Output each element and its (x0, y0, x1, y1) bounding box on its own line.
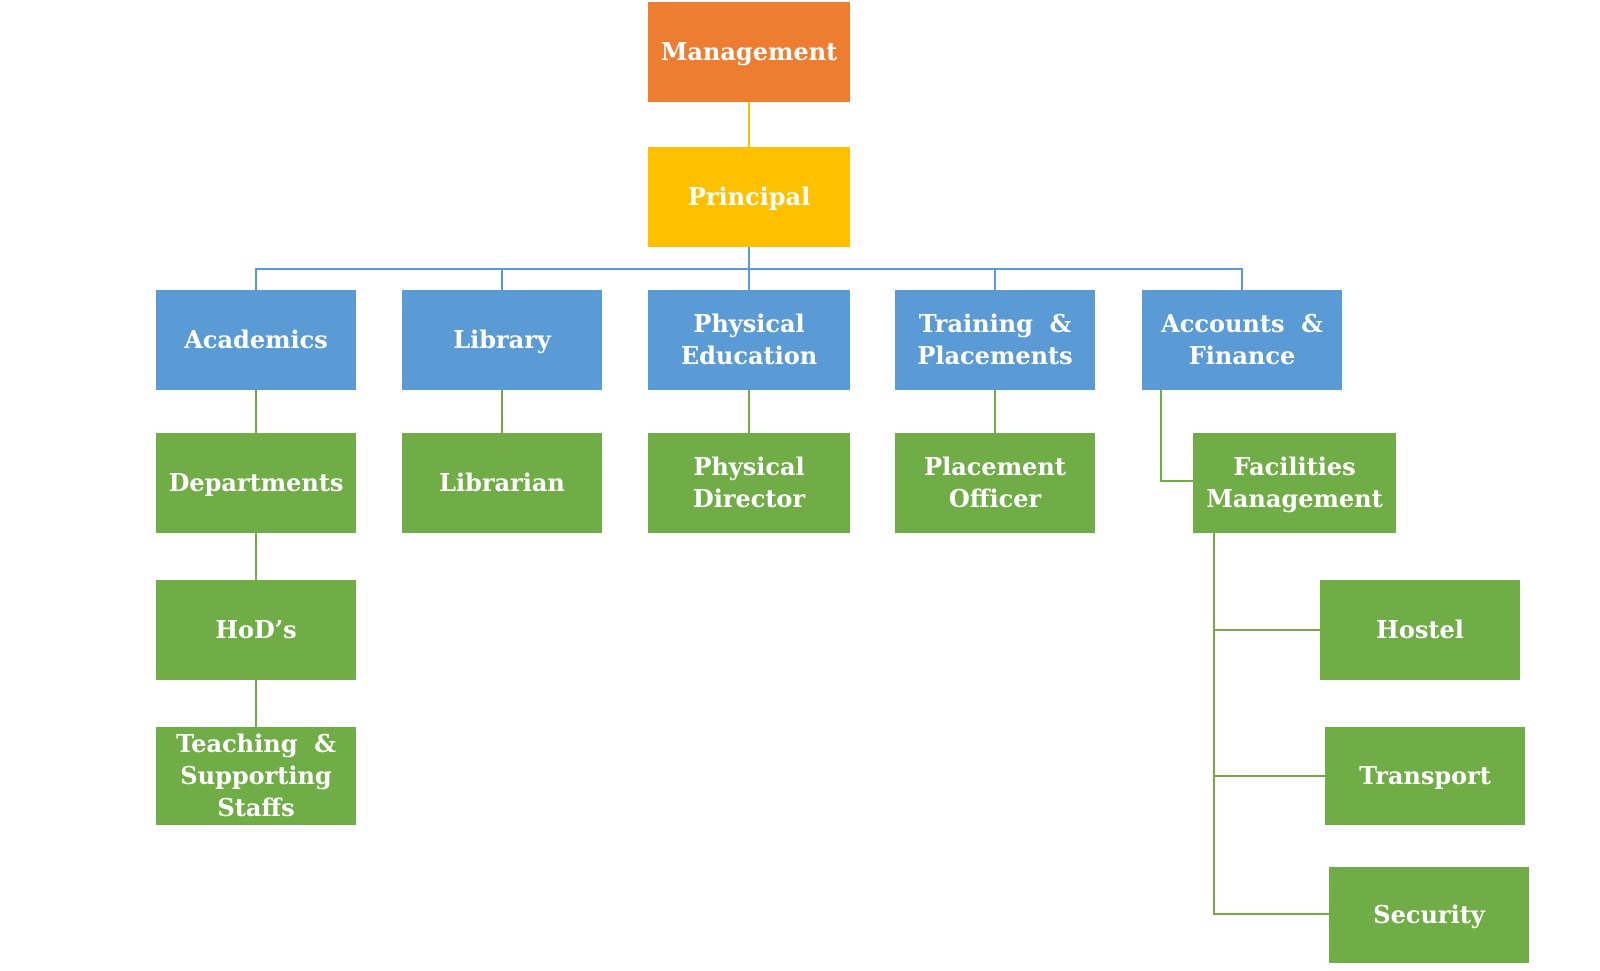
connector-stub-accounts-finance (1241, 268, 1243, 290)
node-principal-label: Principal (687, 182, 811, 211)
connector-principal-bus (255, 268, 1243, 270)
node-accounts-finance: Accounts & Finance (1142, 290, 1342, 390)
node-accounts-finance-label-line1: Accounts & (1161, 309, 1323, 338)
node-placement-officer-label-line1: Placement (924, 452, 1066, 481)
node-teaching-supporting-staffs: Teaching & Supporting Staffs (156, 727, 356, 825)
connector-accounts-facilities-vertical (1160, 390, 1162, 482)
node-physical-director: Physical Director (648, 433, 850, 533)
node-departments-label: Departments (168, 468, 344, 497)
node-academics: Academics (156, 290, 356, 390)
connector-facilities-security (1213, 913, 1329, 915)
node-security-label: Security (1373, 900, 1485, 929)
node-transport: Transport (1325, 727, 1525, 825)
node-management-label: Management (660, 37, 838, 66)
connector-library-librarian (501, 390, 503, 433)
connector-departments-hods (255, 533, 257, 580)
node-training-placements: Training & Placements (895, 290, 1095, 390)
node-hostel: Hostel (1320, 580, 1520, 680)
node-hods-label: HoD’s (215, 615, 297, 644)
connector-hods-teaching-staffs (255, 680, 257, 727)
connector-stub-academics (255, 268, 257, 290)
node-physical-director-label-line1: Physical (693, 452, 805, 481)
node-hostel-label: Hostel (1376, 615, 1464, 644)
node-library-label: Library (453, 325, 551, 354)
node-departments: Departments (156, 433, 356, 533)
connector-academics-departments (255, 390, 257, 433)
node-facilities-management-label-line1: Facilities (1233, 452, 1356, 481)
node-academics-label: Academics (184, 325, 328, 354)
node-facilities-management-label-line2: Management (1206, 484, 1383, 513)
node-accounts-finance-label-line2: Finance (1188, 341, 1296, 370)
node-placement-officer-label-line2: Officer (948, 484, 1042, 513)
connector-stub-library (501, 268, 503, 290)
connector-facilities-drop (1213, 533, 1215, 915)
connector-management-principal (748, 102, 750, 147)
node-physical-education: Physical Education (648, 290, 850, 390)
node-transport-label: Transport (1359, 761, 1491, 790)
connector-accounts-facilities-horizontal (1160, 480, 1193, 482)
node-physical-education-label-line2: Education (680, 341, 818, 370)
node-librarian-label: Librarian (439, 468, 565, 497)
node-physical-education-label-line1: Physical (693, 309, 805, 338)
connector-facilities-transport (1213, 775, 1325, 777)
node-principal: Principal (648, 147, 850, 247)
node-library: Library (402, 290, 602, 390)
node-teaching-staffs-label-line1: Teaching & (176, 729, 336, 758)
node-placement-officer: Placement Officer (895, 433, 1095, 533)
node-hods: HoD’s (156, 580, 356, 680)
connector-physed-physical-director (748, 390, 750, 433)
node-physical-director-label-line2: Director (692, 484, 806, 513)
node-management: Management (648, 2, 850, 102)
node-teaching-staffs-label-line3: Staffs (217, 793, 295, 822)
connector-stub-training-placements (994, 268, 996, 290)
node-training-placements-label-line2: Placements (917, 341, 1073, 370)
node-librarian: Librarian (402, 433, 602, 533)
node-security: Security (1329, 867, 1529, 963)
connector-facilities-hostel (1213, 629, 1320, 631)
node-teaching-staffs-label-line2: Supporting (180, 761, 332, 790)
node-facilities-management: Facilities Management (1193, 433, 1396, 533)
connector-training-placement-officer (994, 390, 996, 433)
node-training-placements-label-line1: Training & (918, 309, 1072, 338)
